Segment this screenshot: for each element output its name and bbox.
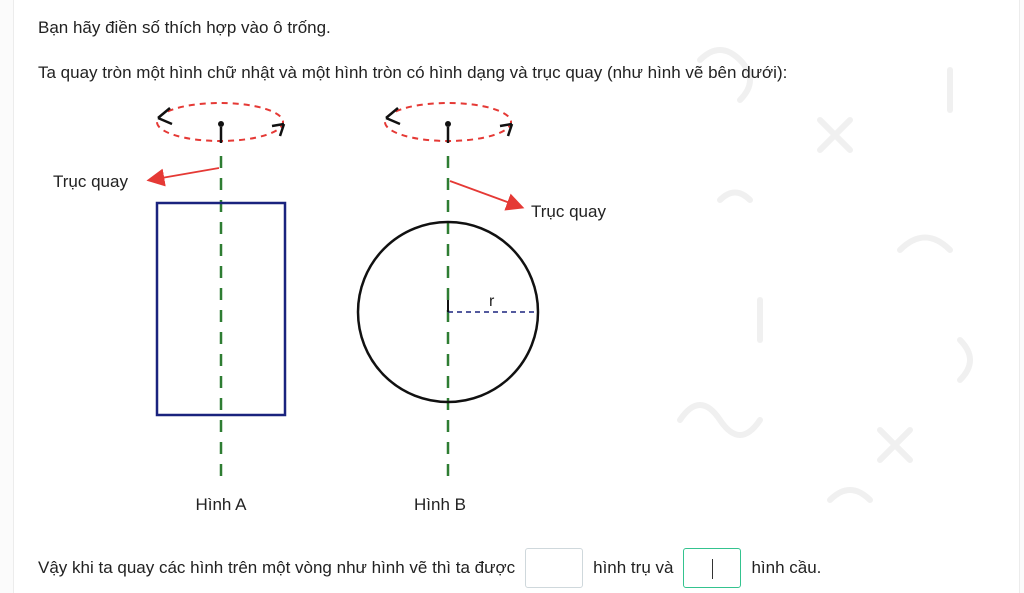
circle-shape	[356, 220, 540, 404]
answer-text-before: Vậy khi ta quay các hình trên một vòng n…	[38, 558, 516, 577]
rotation-arrow-left-a	[157, 107, 173, 126]
caption-a: Hình A	[195, 495, 247, 514]
rectangle-shape	[155, 201, 287, 417]
question-instruction: Bạn hãy điền số thích hợp vào ô trống.	[38, 18, 331, 37]
text-caret	[712, 559, 714, 579]
sphere-count-input[interactable]	[683, 548, 742, 588]
radius-label: r	[489, 293, 495, 310]
rotation-arrow-right-b	[499, 122, 514, 137]
rotation-arrow-right-a	[271, 122, 286, 137]
question-description: Ta quay tròn một hình chữ nhật và một hì…	[38, 63, 788, 82]
answer-text-middle: hình trụ và	[593, 558, 674, 577]
answer-sentence: Vậy khi ta quay các hình trên một vòng n…	[38, 546, 821, 590]
axis-label-b: Trục quay	[531, 202, 606, 221]
caption-b: Hình B	[414, 495, 466, 514]
axis-pointer-a	[146, 167, 220, 187]
figure-a: Trục quay Hình A	[53, 102, 287, 514]
rotation-arrow-left-b	[385, 107, 401, 126]
axis-pointer-b	[449, 180, 525, 211]
figure-b: r Trục quay Hình B	[356, 102, 606, 514]
cylinder-count-input[interactable]	[525, 548, 584, 588]
axis-label-a: Trục quay	[53, 172, 128, 191]
answer-text-after: hình cầu.	[751, 558, 822, 577]
